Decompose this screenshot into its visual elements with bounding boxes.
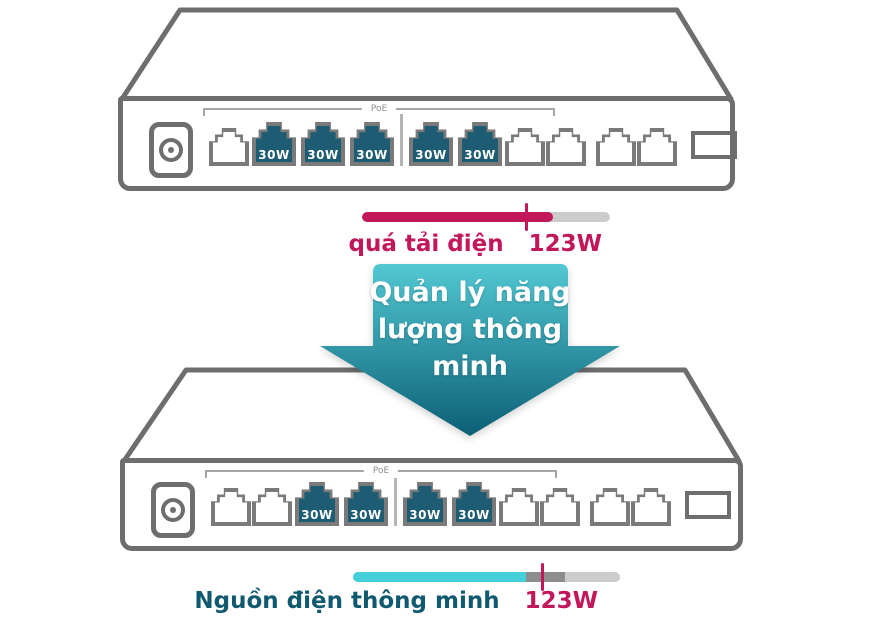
rj45-port-icon [211, 488, 251, 526]
arrow-text: Quản lý năng lượng thông minh [315, 274, 625, 385]
smart-caption: Nguồn điện thông minh 123W [194, 588, 598, 614]
smart-bar-segment [353, 572, 527, 582]
power-connector-icon [149, 122, 193, 178]
poe-port-30w-icon: 30W [344, 482, 388, 526]
overload-power-bar [362, 203, 610, 231]
poe-bracket-label: PoE [361, 102, 397, 116]
poe-port-wattage-label: 30W [458, 508, 490, 522]
arrow-text-line2: lượng thông [377, 314, 563, 345]
rj45-port-icon [540, 488, 580, 526]
rj45-port-icon [590, 488, 630, 526]
smart-bar-segments [353, 572, 620, 582]
smart-bar-segment [526, 572, 566, 582]
poe-port-group: 30W 30W 30W 30W [211, 474, 580, 526]
rj45-port-icon [596, 128, 636, 166]
poe-port-30w-icon: 30W [409, 122, 453, 166]
smart-power-bar [353, 563, 620, 591]
port-group-divider [394, 474, 397, 526]
poe-port-wattage-label: 30W [464, 148, 496, 162]
rj45-port-icon [209, 128, 249, 166]
rj45-port-icon [505, 128, 545, 166]
uplink-port-group [590, 488, 671, 526]
switch-front-panel: 30W 30W 30W 30W 30W PoE [118, 96, 737, 191]
uplink-port-group [596, 128, 677, 166]
poe-bracket-label: PoE [363, 464, 399, 478]
sfp-slot-icon [691, 131, 737, 159]
poe-port-wattage-label: 30W [350, 508, 382, 522]
overload-bar-track [362, 212, 610, 222]
down-arrow-icon [320, 264, 620, 436]
smart-bar-segment [565, 572, 620, 582]
rj45-port-icon [637, 128, 677, 166]
port-group-divider [400, 114, 403, 166]
poe-port-group: 30W 30W 30W 30W 30W [209, 114, 586, 166]
rj45-port-icon [252, 488, 292, 526]
poe-port-30w-icon: 30W [301, 122, 345, 166]
smart-management-arrow: Quản lý năng lượng thông minh [315, 261, 625, 441]
overload-value: 123W [528, 231, 602, 257]
overload-label: quá tải điện [348, 231, 504, 257]
sfp-slot-icon [685, 491, 731, 519]
power-connector-icon [151, 482, 195, 538]
rj45-port-icon [499, 488, 539, 526]
switch-top-face [119, 7, 734, 102]
smart-value: 123W [524, 588, 598, 614]
poe-port-30w-icon: 30W [350, 122, 394, 166]
poe-port-wattage-label: 30W [301, 508, 333, 522]
poe-port-wattage-label: 30W [258, 148, 290, 162]
switch-front-panel: 30W 30W 30W 30W PoE [120, 458, 743, 551]
poe-port-30w-icon: 30W [403, 482, 447, 526]
overload-bar-tick [525, 203, 529, 231]
poe-port-wattage-label: 30W [356, 148, 388, 162]
overload-caption: quá tải điện 123W [349, 231, 602, 257]
poe-port-wattage-label: 30W [415, 148, 447, 162]
poe-port-30w-icon: 30W [252, 122, 296, 166]
smart-label: Nguồn điện thông minh [194, 588, 500, 614]
poe-port-wattage-label: 30W [409, 508, 441, 522]
rj45-port-icon [631, 488, 671, 526]
poe-bracket: PoE [205, 464, 557, 480]
poe-bracket: PoE [203, 102, 555, 118]
rj45-port-icon [546, 128, 586, 166]
poe-port-30w-icon: 30W [458, 122, 502, 166]
smart-bar-tick [541, 563, 545, 591]
poe-port-wattage-label: 30W [307, 148, 339, 162]
overload-bar-fill [362, 212, 553, 222]
arrow-text-line1: Quản lý năng [369, 277, 571, 308]
poe-port-30w-icon: 30W [452, 482, 496, 526]
smart-switch: 30W 30W 30W 30W PoE [120, 366, 746, 552]
poe-port-30w-icon: 30W [295, 482, 339, 526]
arrow-text-line3: minh [432, 351, 508, 382]
overload-switch: 30W 30W 30W 30W 30W PoE [118, 6, 738, 192]
